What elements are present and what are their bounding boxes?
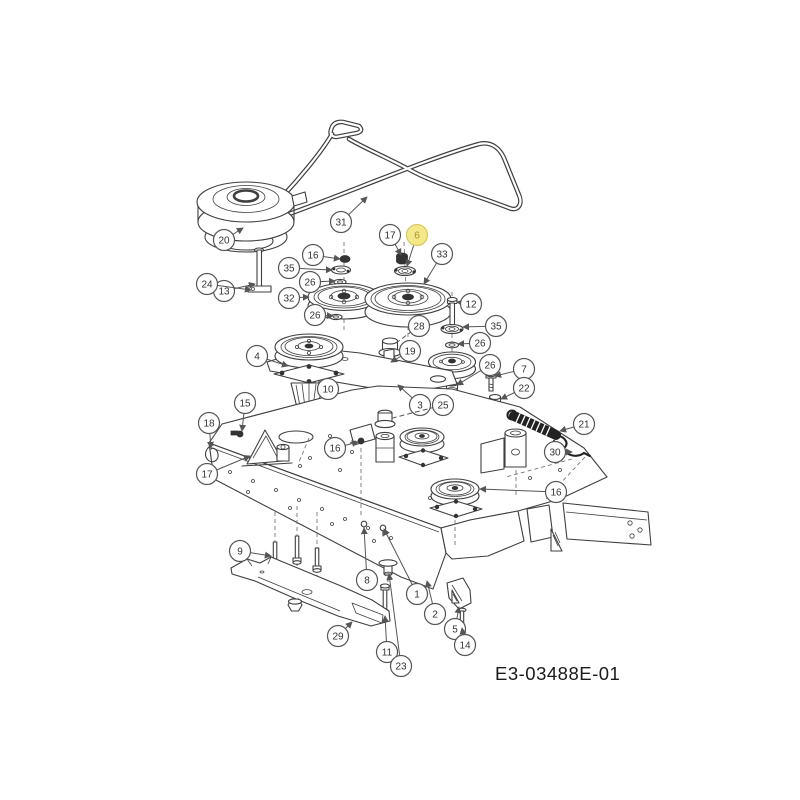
svg-text:17: 17 [384, 230, 396, 241]
svg-text:11: 11 [382, 647, 393, 658]
callout-16[interactable]: 16 [479, 480, 568, 504]
svg-text:33: 33 [436, 249, 448, 260]
svg-text:26: 26 [484, 360, 496, 371]
callout-26[interactable]: 26 [457, 331, 492, 355]
callout-2[interactable]: 2 [423, 580, 447, 626]
callout-35[interactable]: 35 [462, 314, 508, 338]
callout-23[interactable]: 23 [386, 573, 413, 678]
callout-3[interactable]: 3 [397, 384, 432, 417]
svg-text:25: 25 [437, 400, 449, 411]
sleeve-and-bolt [378, 559, 398, 622]
svg-text:16: 16 [550, 487, 562, 498]
svg-text:10: 10 [322, 384, 334, 395]
callout-20[interactable]: 20 [212, 227, 244, 252]
svg-text:31: 31 [335, 217, 347, 228]
callout-12[interactable]: 12 [456, 292, 483, 316]
callout-28[interactable]: 28 [395, 314, 431, 344]
callout-32[interactable]: 32 [277, 286, 310, 310]
callout-1[interactable]: 1 [383, 528, 429, 606]
callout-4[interactable]: 4 [245, 344, 289, 368]
callout-16[interactable]: 16 [301, 243, 341, 267]
callout-15[interactable]: 15 [233, 391, 257, 432]
callout-30[interactable]: 30 [543, 440, 573, 464]
svg-text:28: 28 [413, 321, 425, 332]
callout-26[interactable]: 26 [298, 270, 336, 294]
svg-text:18: 18 [203, 418, 215, 429]
svg-text:30: 30 [549, 447, 561, 458]
callout-25[interactable]: 25 [388, 393, 455, 420]
svg-text:24: 24 [201, 279, 213, 290]
svg-text:29: 29 [332, 631, 344, 642]
callout-21[interactable]: 21 [559, 412, 596, 436]
svg-text:4: 4 [254, 351, 260, 362]
svg-text:20: 20 [218, 235, 230, 246]
callout-19[interactable]: 19 [390, 339, 422, 363]
svg-text:35: 35 [490, 321, 502, 332]
svg-text:21: 21 [578, 419, 590, 430]
deck-spindle-pulley-center [398, 427, 449, 468]
svg-text:26: 26 [474, 338, 486, 349]
svg-text:26: 26 [309, 310, 321, 321]
svg-text:1: 1 [414, 589, 420, 600]
callout-17[interactable]: 17 [195, 455, 251, 486]
svg-text:5: 5 [452, 624, 458, 635]
svg-text:22: 22 [518, 383, 530, 394]
svg-text:2: 2 [432, 609, 438, 620]
callout-11[interactable]: 11 [375, 615, 399, 664]
idler-pulley-32 [307, 282, 381, 321]
svg-text:16: 16 [329, 443, 341, 454]
callout-26[interactable]: 26 [303, 303, 334, 327]
callout-24[interactable]: 24 [195, 272, 252, 296]
callout-7[interactable]: 7 [494, 357, 536, 381]
deck-spindle-pulley-right [429, 478, 483, 545]
svg-text:26: 26 [304, 277, 316, 288]
flat-idler-pulley-33-stack [364, 252, 452, 328]
svg-text:6: 6 [414, 230, 420, 241]
clutch-bolt [247, 247, 272, 293]
svg-text:8: 8 [364, 575, 370, 586]
svg-text:9: 9 [237, 546, 243, 557]
callout-layer: 1234567891011121314151616161717181920212… [195, 196, 596, 678]
callout-18[interactable]: 18 [197, 411, 221, 449]
drive-belt [278, 119, 523, 217]
svg-text:7: 7 [521, 364, 527, 375]
svg-text:15: 15 [239, 398, 251, 409]
callout-9[interactable]: 9 [228, 539, 272, 563]
callout-35[interactable]: 35 [277, 256, 333, 280]
svg-text:23: 23 [395, 661, 407, 672]
callout-6-highlighted[interactable]: 6 [405, 223, 429, 267]
svg-text:14: 14 [459, 640, 471, 651]
svg-text:16: 16 [307, 250, 319, 261]
svg-text:35: 35 [283, 263, 295, 274]
callout-26[interactable]: 26 [456, 353, 502, 386]
callout-33[interactable]: 33 [423, 242, 454, 285]
hanger-bracket-5 [446, 577, 472, 629]
callout-31[interactable]: 31 [329, 196, 368, 234]
drawing-number: E3-03488E-01 [495, 663, 620, 684]
svg-text:3: 3 [417, 400, 423, 411]
idler-hardware-left [330, 255, 352, 286]
svg-text:32: 32 [283, 293, 295, 304]
svg-text:13: 13 [218, 286, 230, 297]
callout-16[interactable]: 16 [323, 436, 359, 460]
deck-brackets [204, 409, 527, 474]
svg-text:12: 12 [465, 299, 477, 310]
callout-17[interactable]: 17 [378, 223, 402, 256]
mower-blade [230, 556, 391, 627]
svg-text:19: 19 [404, 346, 416, 357]
callout-29[interactable]: 29 [326, 621, 353, 648]
callout-10[interactable]: 10 [316, 377, 340, 401]
svg-text:17: 17 [201, 469, 213, 480]
callout-14[interactable]: 14 [453, 627, 477, 657]
callout-8[interactable]: 8 [355, 527, 379, 592]
callout-22[interactable]: 22 [500, 376, 536, 400]
